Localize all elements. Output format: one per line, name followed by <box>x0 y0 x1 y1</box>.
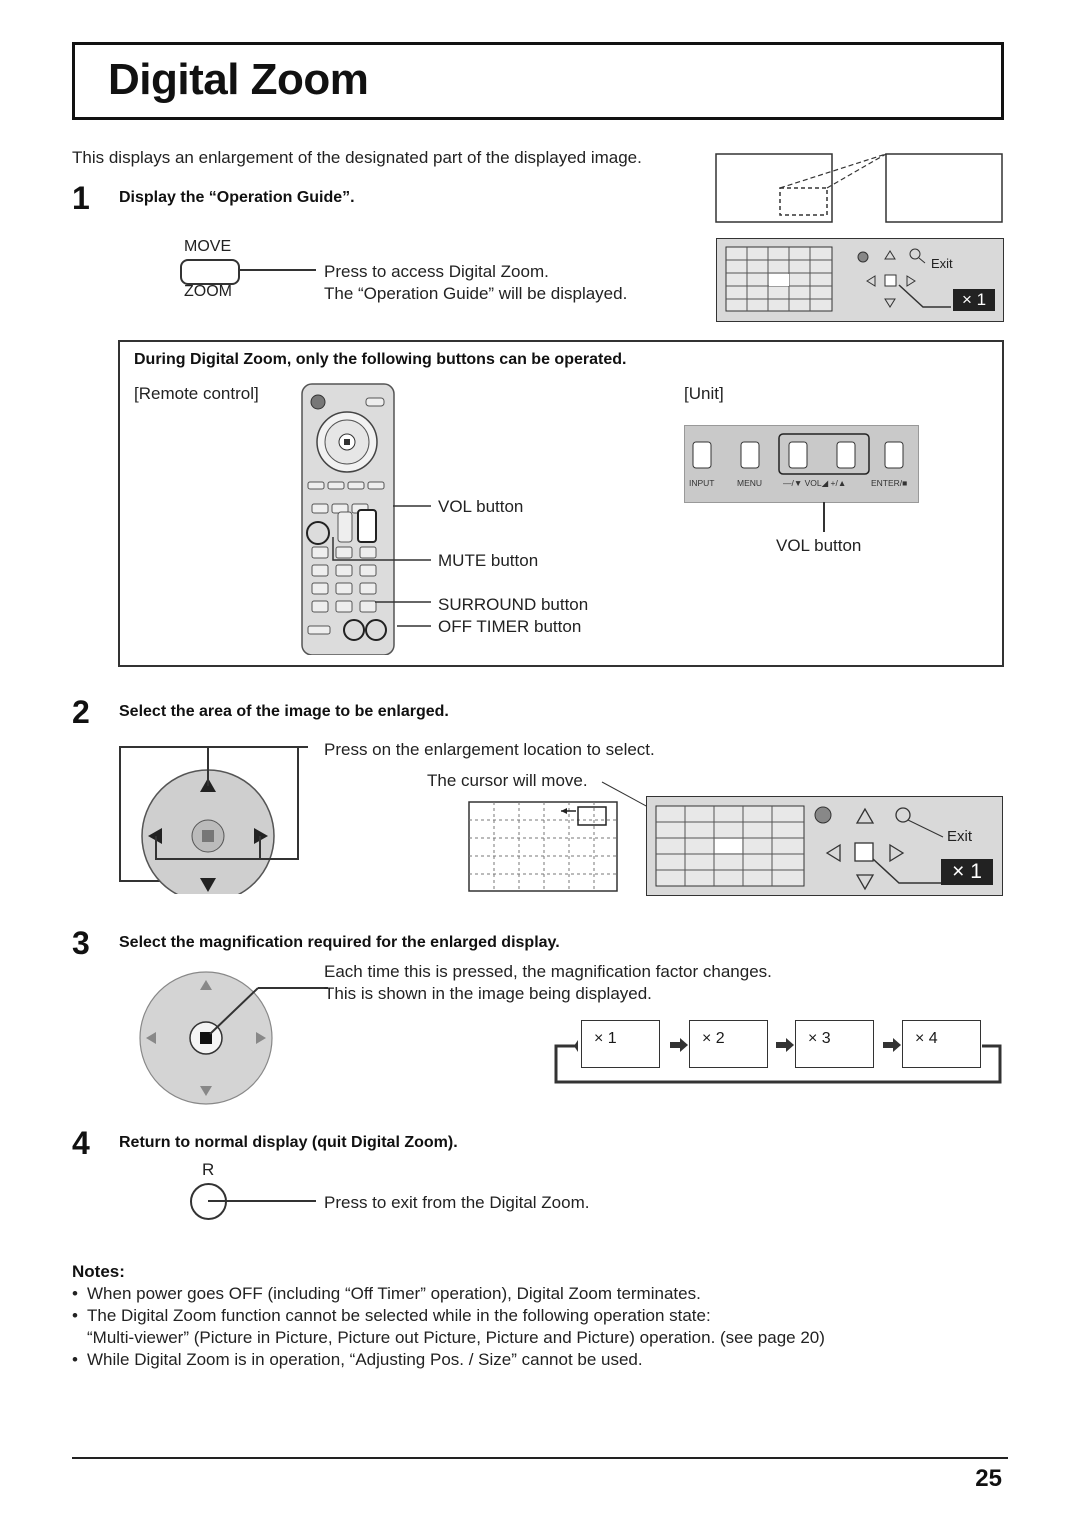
cursor-grid <box>468 801 618 892</box>
factor-box-1: × 1 <box>581 1020 660 1068</box>
note-3: While Digital Zoom is in operation, “Adj… <box>87 1350 643 1369</box>
step3-line1: Each time this is pressed, the magnifica… <box>324 962 772 981</box>
leader-line <box>238 269 316 271</box>
cursor-note: The cursor will move. <box>427 771 588 790</box>
factor-4-text: × 4 <box>915 1030 938 1047</box>
guide-controls <box>857 248 951 308</box>
step1-heading: Display the “Operation Guide”. <box>119 189 355 206</box>
note-3-bullet: • <box>72 1350 78 1369</box>
step2-magnification-badge: × 1 <box>941 859 993 885</box>
step1-line2: The “Operation Guide” will be displayed. <box>324 284 628 303</box>
remote-control <box>301 383 395 655</box>
step2-guide-controls <box>814 806 944 891</box>
unit-buttons <box>692 433 904 475</box>
move-label: MOVE <box>184 238 232 255</box>
intro-text: This displays an enlargement of the desi… <box>72 148 642 167</box>
vol-button-label: VOL button <box>438 497 524 516</box>
remote-label: [Remote control] <box>134 384 259 403</box>
step3-line2: This is shown in the image being display… <box>324 984 652 1003</box>
page-title: Digital Zoom <box>108 55 369 104</box>
factor-box-2: × 2 <box>689 1020 768 1068</box>
magnification-cycle <box>554 1038 1002 1084</box>
step2-line1: Press on the enlargement location to sel… <box>324 740 655 759</box>
unit-label-enter: ENTER/■ <box>871 478 908 488</box>
factor-box-4: × 4 <box>902 1020 981 1068</box>
page-number: 25 <box>975 1465 1002 1492</box>
factor-1-text: × 1 <box>594 1030 617 1047</box>
step1-line1: Press to access Digital Zoom. <box>324 262 549 281</box>
factor-box-3: × 3 <box>795 1020 874 1068</box>
note-2-bullet: • <box>72 1306 78 1325</box>
zoom-label: ZOOM <box>184 283 232 300</box>
remote-leaders <box>332 505 431 627</box>
dpad-select[interactable] <box>118 744 308 894</box>
step2-guide-screen: Exit × 1 <box>646 796 1003 896</box>
step1-number: 1 <box>72 180 90 216</box>
unit-label-input: INPUT <box>689 478 715 488</box>
step2-number: 2 <box>72 694 90 730</box>
unit-vol-button-label: VOL button <box>776 536 862 555</box>
move-zoom-button[interactable] <box>180 259 240 285</box>
off-timer-button-label: OFF TIMER button <box>438 617 582 636</box>
unit-leader-line <box>823 502 825 532</box>
note-2-continued: “Multi-viewer” (Picture in Picture, Pict… <box>87 1328 825 1347</box>
factor-2-text: × 2 <box>702 1030 725 1047</box>
note-1-bullet: • <box>72 1284 78 1303</box>
unit-control-strip: INPUT MENU —/▼ VOL◢ +/▲ ENTER/■ <box>684 425 919 503</box>
step4-line1: Press to exit from the Digital Zoom. <box>324 1193 590 1212</box>
step2-exit-label: Exit <box>947 828 973 845</box>
title-box <box>72 42 1004 120</box>
zoom-grid <box>725 246 833 312</box>
panel-heading: During Digital Zoom, only the following … <box>134 351 627 368</box>
notes-heading: Notes: <box>72 1262 125 1281</box>
factor-3-text: × 3 <box>808 1030 831 1047</box>
note-1: When power goes OFF (including “Off Time… <box>87 1284 701 1303</box>
surround-button-label: SURROUND button <box>438 595 589 614</box>
r-button-label: R <box>202 1160 215 1179</box>
operable-buttons-panel: During Digital Zoom, only the following … <box>118 340 1004 667</box>
unit-label-menu: MENU <box>737 478 763 488</box>
step2-heading: Select the area of the image to be enlar… <box>119 703 449 720</box>
dpad-enter[interactable] <box>138 966 328 1106</box>
r-leader-line <box>208 1200 316 1202</box>
step2-zoom-grid <box>655 805 805 887</box>
footer-rule <box>72 1457 1008 1459</box>
step3-number: 3 <box>72 925 90 961</box>
step3-heading: Select the magnification required for th… <box>119 934 560 951</box>
zoom-illustration <box>715 153 1003 223</box>
step4-heading: Return to normal display (quit Digital Z… <box>119 1134 458 1151</box>
guide-exit-label: Exit <box>931 256 953 271</box>
operation-guide-screen: Exit × 1 <box>716 238 1004 322</box>
step4-number: 4 <box>72 1125 90 1161</box>
note-2: The Digital Zoom function cannot be sele… <box>87 1306 711 1325</box>
unit-label: [Unit] <box>684 384 724 403</box>
unit-label-vol: —/▼ VOL◢ +/▲ <box>783 478 847 488</box>
guide-magnification-badge: × 1 <box>953 289 995 311</box>
mute-button-label: MUTE button <box>438 551 539 570</box>
